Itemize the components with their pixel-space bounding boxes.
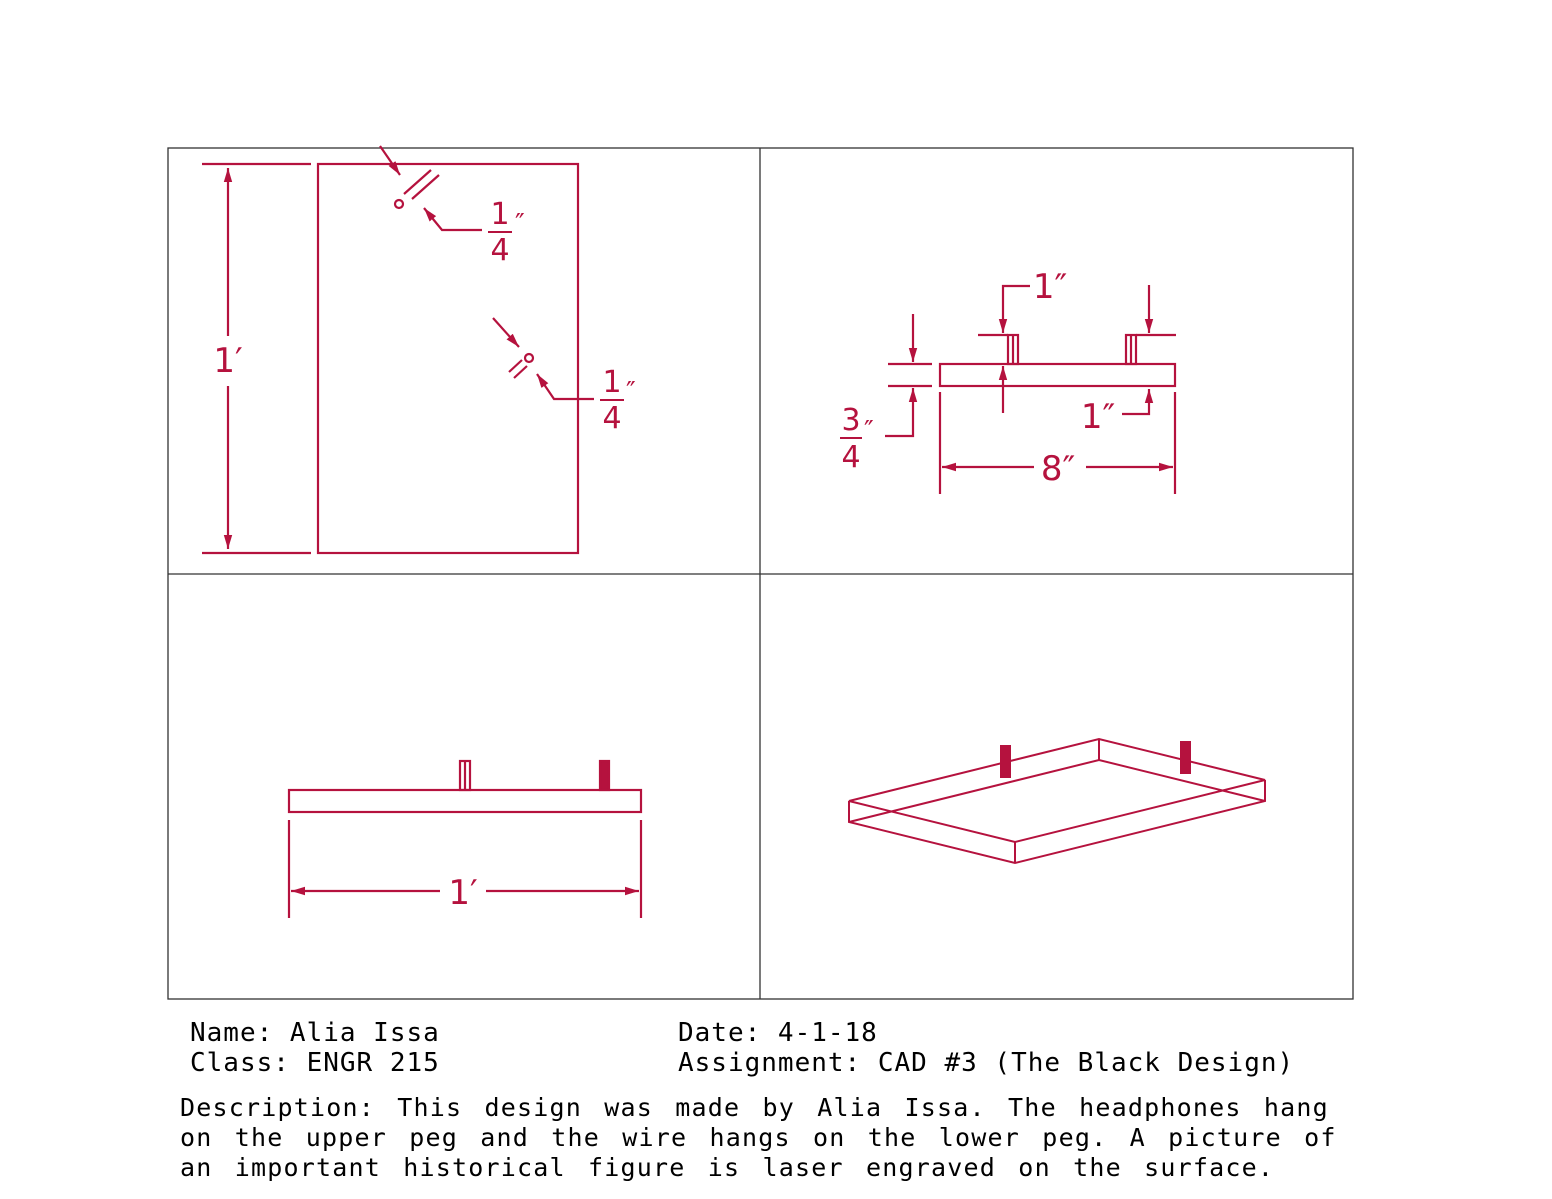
title-block-class: Class: ENGR 215	[190, 1048, 440, 1078]
design-description: Description: This design was made by Ali…	[180, 1093, 1337, 1182]
height-dimension-label: 1′	[213, 341, 242, 381]
peg-top-dimension-label: 1″	[1033, 267, 1067, 307]
upper-peg-hole	[393, 198, 405, 210]
svg-text:4: 4	[490, 233, 509, 268]
svg-text:3: 3	[841, 403, 860, 438]
length-dimension-label: 1′	[448, 873, 477, 913]
side-view	[885, 284, 1177, 494]
isometric-view	[848, 737, 1266, 865]
svg-text:″: ″	[626, 377, 636, 407]
lower-hole-dimension-label: 1 4 ″	[600, 365, 636, 436]
svg-text:″: ″	[864, 416, 874, 446]
front-view	[202, 145, 594, 555]
side-view-peg-left	[1006, 333, 1020, 366]
viewport-frame	[167, 147, 1354, 1000]
svg-text:4: 4	[841, 440, 860, 475]
thickness-dimension-label: 3 4 ″	[840, 403, 874, 475]
top-view	[287, 759, 643, 918]
side-view-peg-right	[1124, 333, 1138, 366]
svg-text:″: ″	[515, 209, 525, 239]
svg-text:4: 4	[602, 401, 621, 436]
title-block-assignment: Assignment: CAD #3 (The Black Design)	[678, 1048, 1295, 1078]
top-view-peg-left	[458, 759, 472, 792]
isometric-peg-right	[1180, 741, 1191, 774]
title-block-name: Name: Alia Issa	[190, 1018, 440, 1048]
upper-hole-dimension-label: 1 4 ″	[488, 197, 525, 268]
side-view-board	[938, 362, 1177, 388]
front-view-board-outline	[316, 162, 580, 555]
top-view-board	[287, 788, 643, 814]
peg-bottom-dimension-label: 1″	[1081, 397, 1115, 437]
lower-peg-hole	[523, 352, 535, 364]
title-block-date: Date: 4-1-18	[678, 1018, 878, 1048]
top-view-peg-right	[598, 759, 611, 792]
isometric-top-face	[848, 737, 1266, 844]
isometric-peg-left	[1000, 745, 1011, 778]
width-dimension-label: 8″	[1041, 449, 1075, 489]
svg-text:1: 1	[490, 197, 509, 232]
svg-text:1: 1	[602, 365, 621, 400]
